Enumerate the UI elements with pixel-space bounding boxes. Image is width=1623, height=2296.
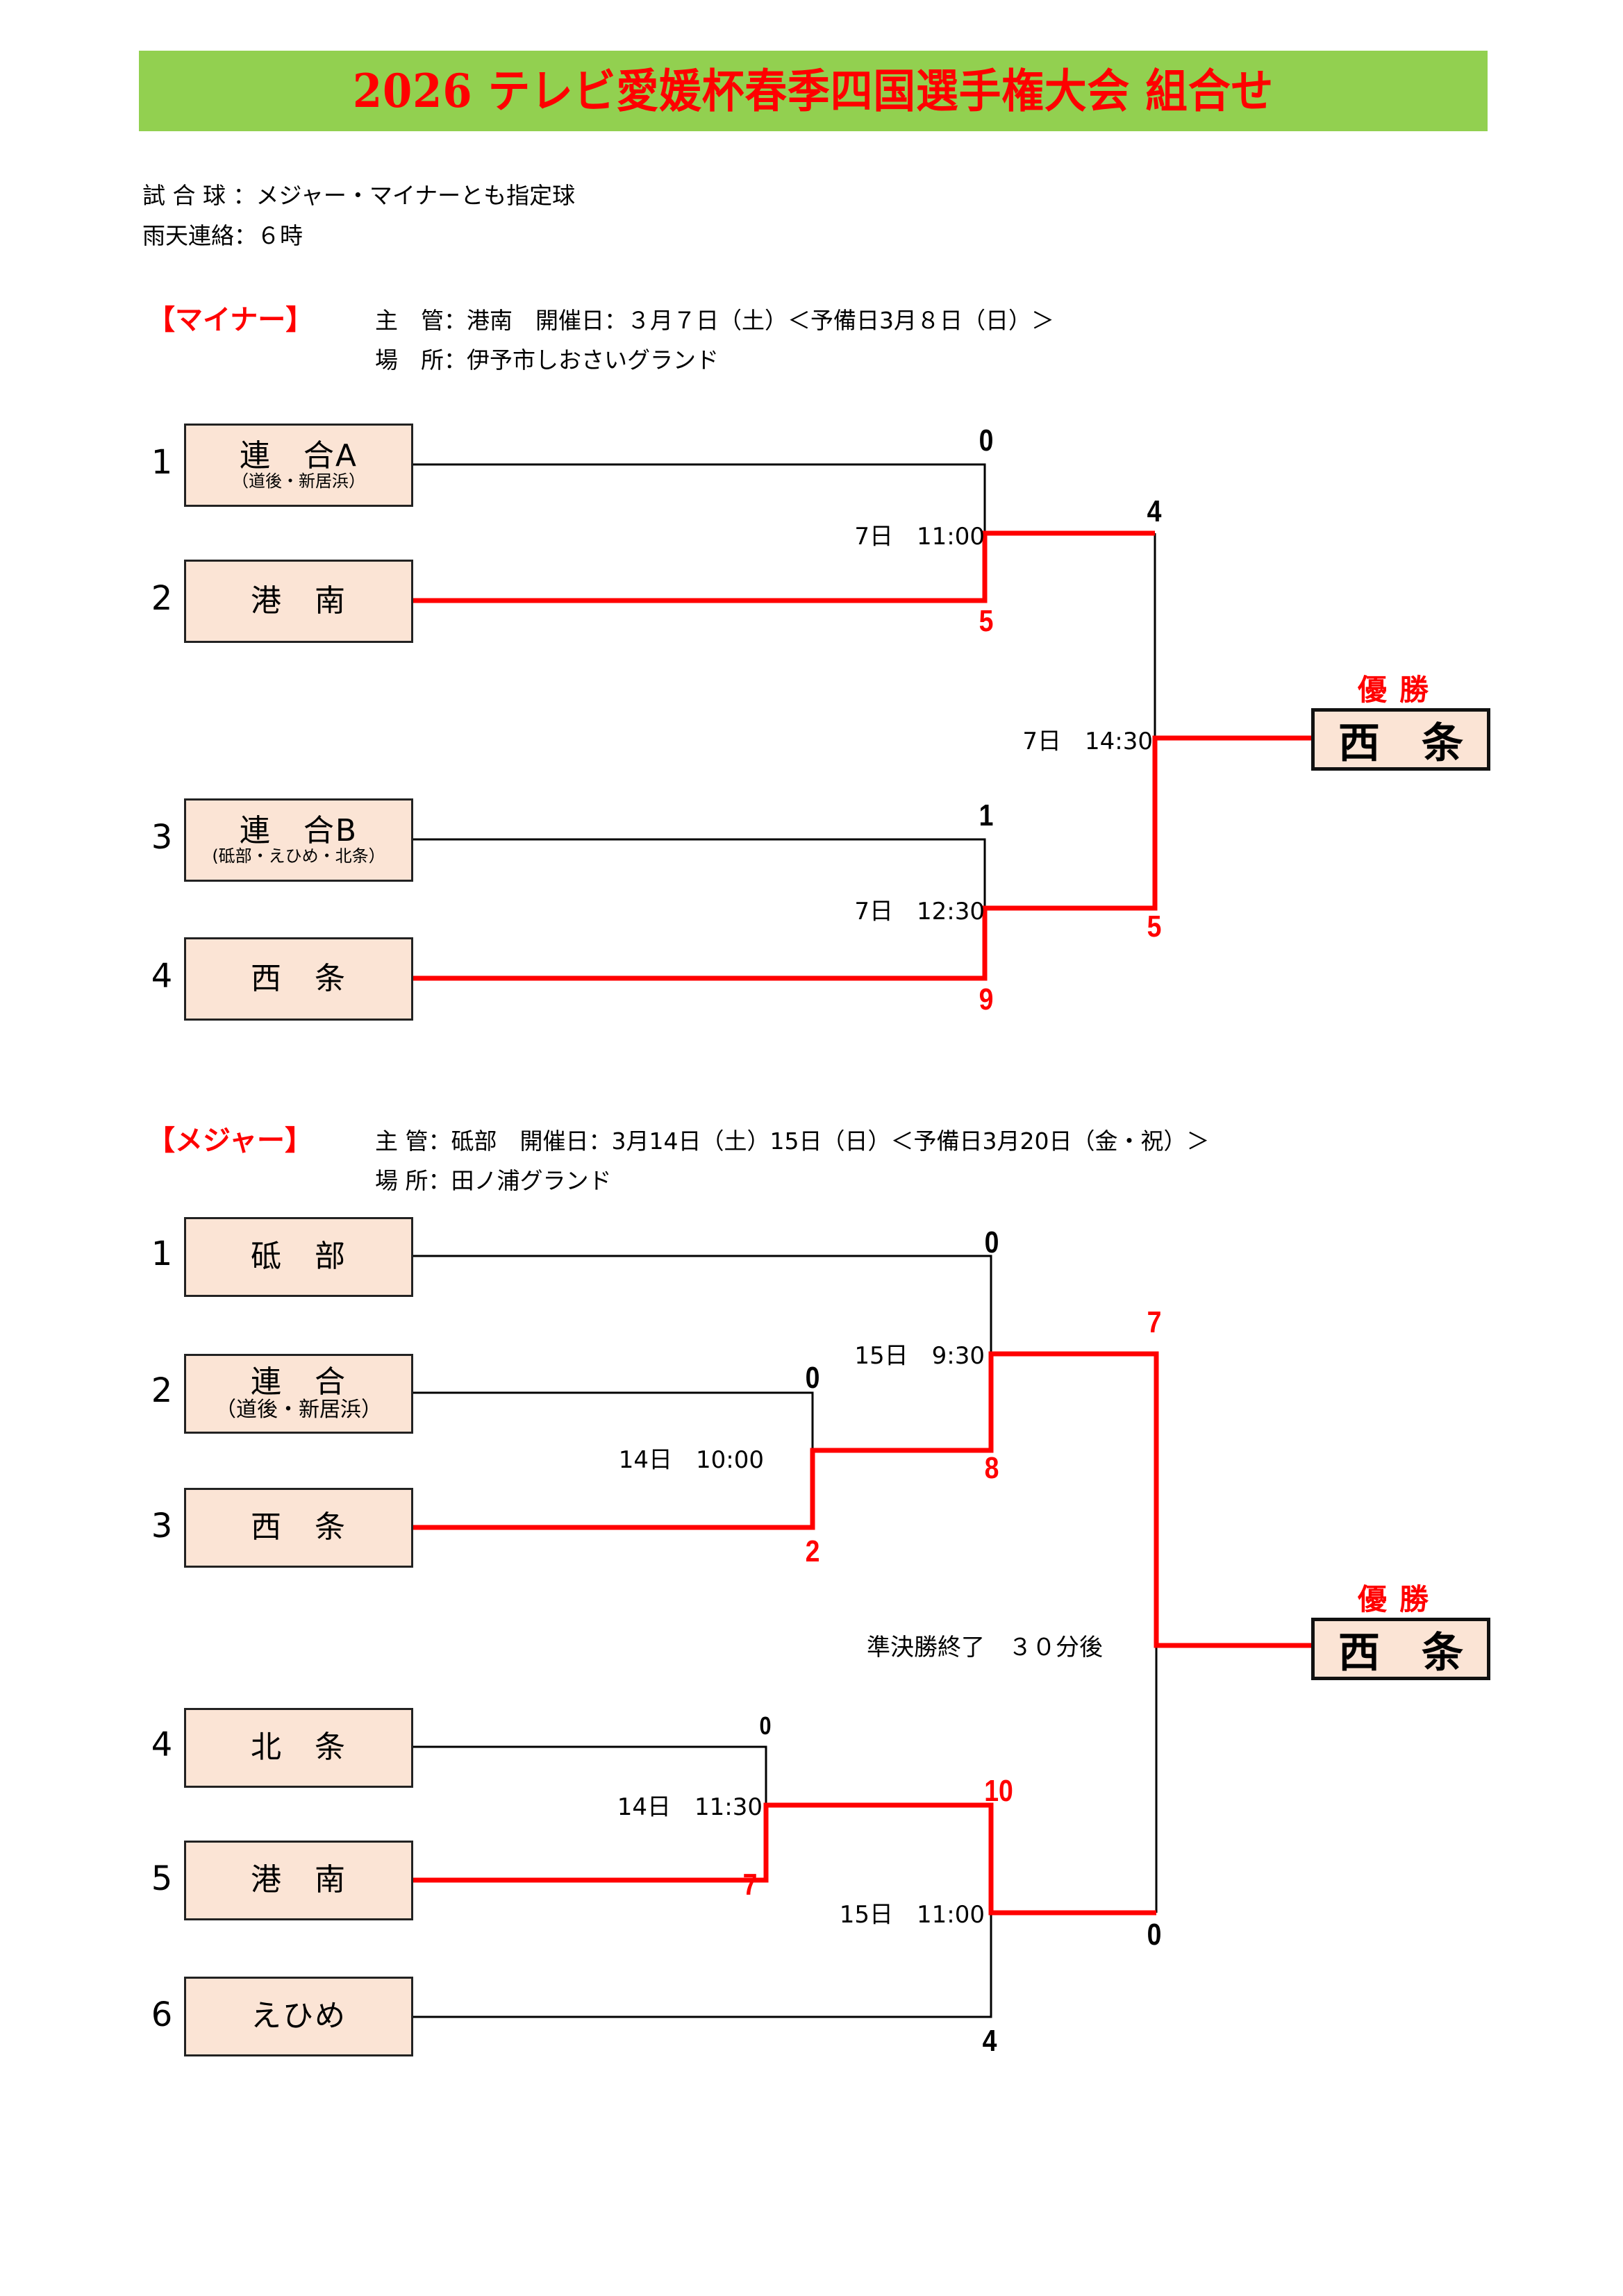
- minor-final-time: 7日 14:30: [1022, 728, 1153, 755]
- team-name: 北 条: [251, 1729, 347, 1766]
- team-name: 連 合B: [239, 812, 358, 848]
- major-sf2-score-bottom: 4: [982, 2024, 997, 2058]
- major-m1-score-bottom: 2: [805, 1534, 820, 1568]
- team-name: 港 南: [251, 1862, 347, 1898]
- minor-venue-line: 場 所：伊予市しおさいグランド: [375, 346, 719, 374]
- minor-line-team1: [411, 463, 986, 533]
- minor-seed-2: 2: [151, 579, 173, 618]
- title-banner: [139, 51, 1488, 131]
- major-section-label: 【メジャー】: [147, 1125, 313, 1157]
- major-venue-line: 場 所：田ノ浦グランド: [375, 1167, 612, 1194]
- minor-seed-4: 4: [151, 957, 173, 996]
- minor-win-team4: [411, 735, 1311, 981]
- major-final-score-top: 7: [1147, 1305, 1162, 1339]
- minor-m2-score-bottom: 9: [979, 982, 994, 1016]
- team-name: えひめ: [251, 1998, 347, 2034]
- major-win-team3: [411, 1351, 1311, 1648]
- minor-m2-time: 7日 12:30: [854, 898, 985, 925]
- rain-contact-info: 雨天連絡：６時: [142, 222, 303, 249]
- major-win-team5: [411, 1802, 1156, 1916]
- major-line-team6: [411, 1913, 992, 2018]
- minor-team-box-2[interactable]: 港 南: [184, 560, 413, 643]
- major-m2-score-bottom: 7: [742, 1868, 758, 1902]
- minor-team-box-3[interactable]: 連 合B (砥部・えひめ・北条）: [184, 798, 413, 882]
- team-sub: （道後・新居浜）: [232, 471, 365, 491]
- minor-team-box-4[interactable]: 西 条: [184, 937, 413, 1021]
- major-final-note: 準決勝終了 ３０分後: [867, 1634, 1103, 1661]
- major-host-line: 主 管：砥部 開催日：3月14日（土）15日（日）＜予備日3月20日（金・祝）＞: [375, 1128, 1210, 1155]
- major-m2-time: 14日 11:30: [617, 1793, 763, 1821]
- team-sub: (砥部・えひめ・北条）: [212, 846, 385, 866]
- team-name: 連 合: [251, 1364, 347, 1400]
- major-team-box-5[interactable]: 港 南: [184, 1841, 413, 1920]
- major-seed-6: 6: [151, 1995, 173, 2034]
- major-sf1-score-bottom: 8: [984, 1451, 999, 1485]
- champion-name: 西条: [1338, 719, 1505, 768]
- major-seed-5: 5: [151, 1859, 173, 1898]
- page-title: 2026 テレビ愛媛杯春季四国選手権大会 組合せ: [352, 64, 1274, 118]
- major-team-box-4[interactable]: 北 条: [184, 1708, 413, 1788]
- major-seed-3: 3: [151, 1507, 173, 1545]
- minor-m2-score-top: 1: [979, 798, 994, 832]
- major-seed-2: 2: [151, 1371, 173, 1410]
- team-name: 港 南: [251, 583, 347, 619]
- minor-champion-box: 西条: [1311, 708, 1490, 771]
- major-sf2-time: 15日 11:00: [839, 1901, 985, 1929]
- minor-final-score-top: 4: [1147, 494, 1162, 528]
- major-champion-label: 優勝: [1357, 1582, 1441, 1616]
- minor-host-line: 主 管：港南 開催日：３月７日（土）＜予備日3月８日（日）＞: [375, 307, 1054, 334]
- minor-m1-score-bottom: 5: [979, 604, 994, 638]
- major-team-box-1[interactable]: 砥 部: [184, 1217, 413, 1297]
- match-ball-info: 試 合 球 ：メジャー・マイナーとも指定球: [142, 182, 576, 209]
- minor-champion-label: 優勝: [1357, 673, 1441, 707]
- team-name: 西 条: [251, 1509, 347, 1545]
- major-line-team4: [411, 1745, 767, 1805]
- major-final-score-bottom: 0: [1147, 1918, 1162, 1952]
- team-name: 西 条: [251, 960, 347, 996]
- minor-win-team2: [411, 530, 1155, 603]
- minor-section-label: 【マイナー】: [147, 304, 314, 336]
- minor-m1-score-top: 0: [979, 424, 994, 458]
- minor-final-score-bottom: 5: [1147, 910, 1162, 944]
- major-champion-box: 西条: [1311, 1618, 1490, 1680]
- major-team-box-3[interactable]: 西 条: [184, 1488, 413, 1568]
- major-sf1-score-top: 0: [984, 1225, 999, 1259]
- major-m1-score-top: 0: [805, 1361, 820, 1395]
- minor-line-team3: [411, 838, 986, 908]
- champion-name: 西条: [1338, 1628, 1505, 1677]
- major-line-team2: [411, 1391, 814, 1450]
- team-sub: （道後・新居浜）: [215, 1398, 382, 1423]
- minor-team-box-1[interactable]: 連 合A （道後・新居浜）: [184, 424, 413, 507]
- major-line-team1: [411, 1255, 992, 1354]
- major-m1-time: 14日 10:00: [618, 1446, 764, 1474]
- minor-m1-time: 7日 11:00: [854, 523, 985, 551]
- major-sf2-score-top: 10: [984, 1774, 1013, 1808]
- major-sf1-time: 15日 9:30: [854, 1342, 985, 1370]
- minor-seed-1: 1: [151, 443, 173, 482]
- major-seed-1: 1: [151, 1234, 173, 1273]
- minor-seed-3: 3: [151, 818, 173, 857]
- major-seed-4: 4: [151, 1725, 173, 1764]
- major-m2-score-top: 0: [759, 1711, 772, 1740]
- team-name: 連 合A: [239, 437, 358, 474]
- major-team-box-2[interactable]: 連 合 （道後・新居浜）: [184, 1354, 413, 1434]
- major-team-box-6[interactable]: えひめ: [184, 1977, 413, 2056]
- team-name: 砥 部: [251, 1239, 347, 1275]
